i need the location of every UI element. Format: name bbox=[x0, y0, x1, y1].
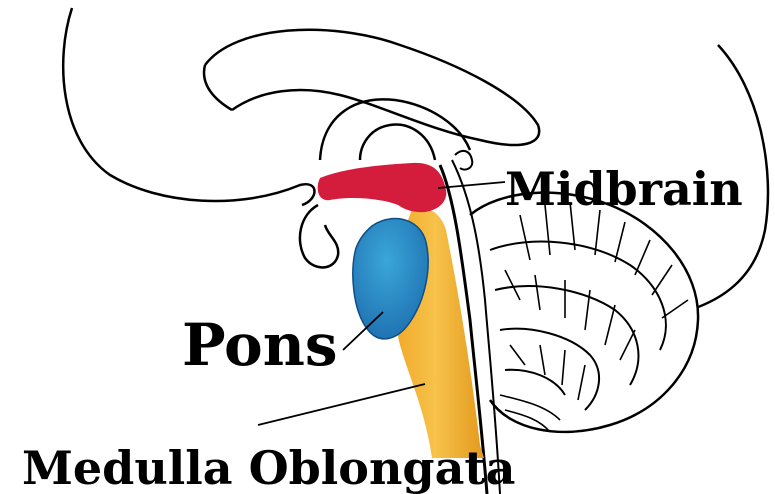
midbrain-label: Midbrain bbox=[505, 162, 743, 216]
pituitary-outline bbox=[300, 205, 338, 267]
tectum-outline bbox=[455, 151, 472, 170]
diencephalon-outline bbox=[360, 125, 435, 160]
medulla-oblongata-label: Medulla Oblongata bbox=[22, 441, 515, 494]
cerebellum bbox=[470, 193, 698, 432]
medulla-leader-line bbox=[258, 384, 425, 425]
inner-arch-outline bbox=[204, 65, 232, 110]
midbrain-region bbox=[318, 163, 447, 212]
fornix-outline bbox=[320, 99, 470, 160]
corpus-callosum-outline bbox=[205, 30, 539, 145]
cerebrum-outline bbox=[63, 8, 314, 205]
pons-label: Pons bbox=[182, 311, 338, 379]
